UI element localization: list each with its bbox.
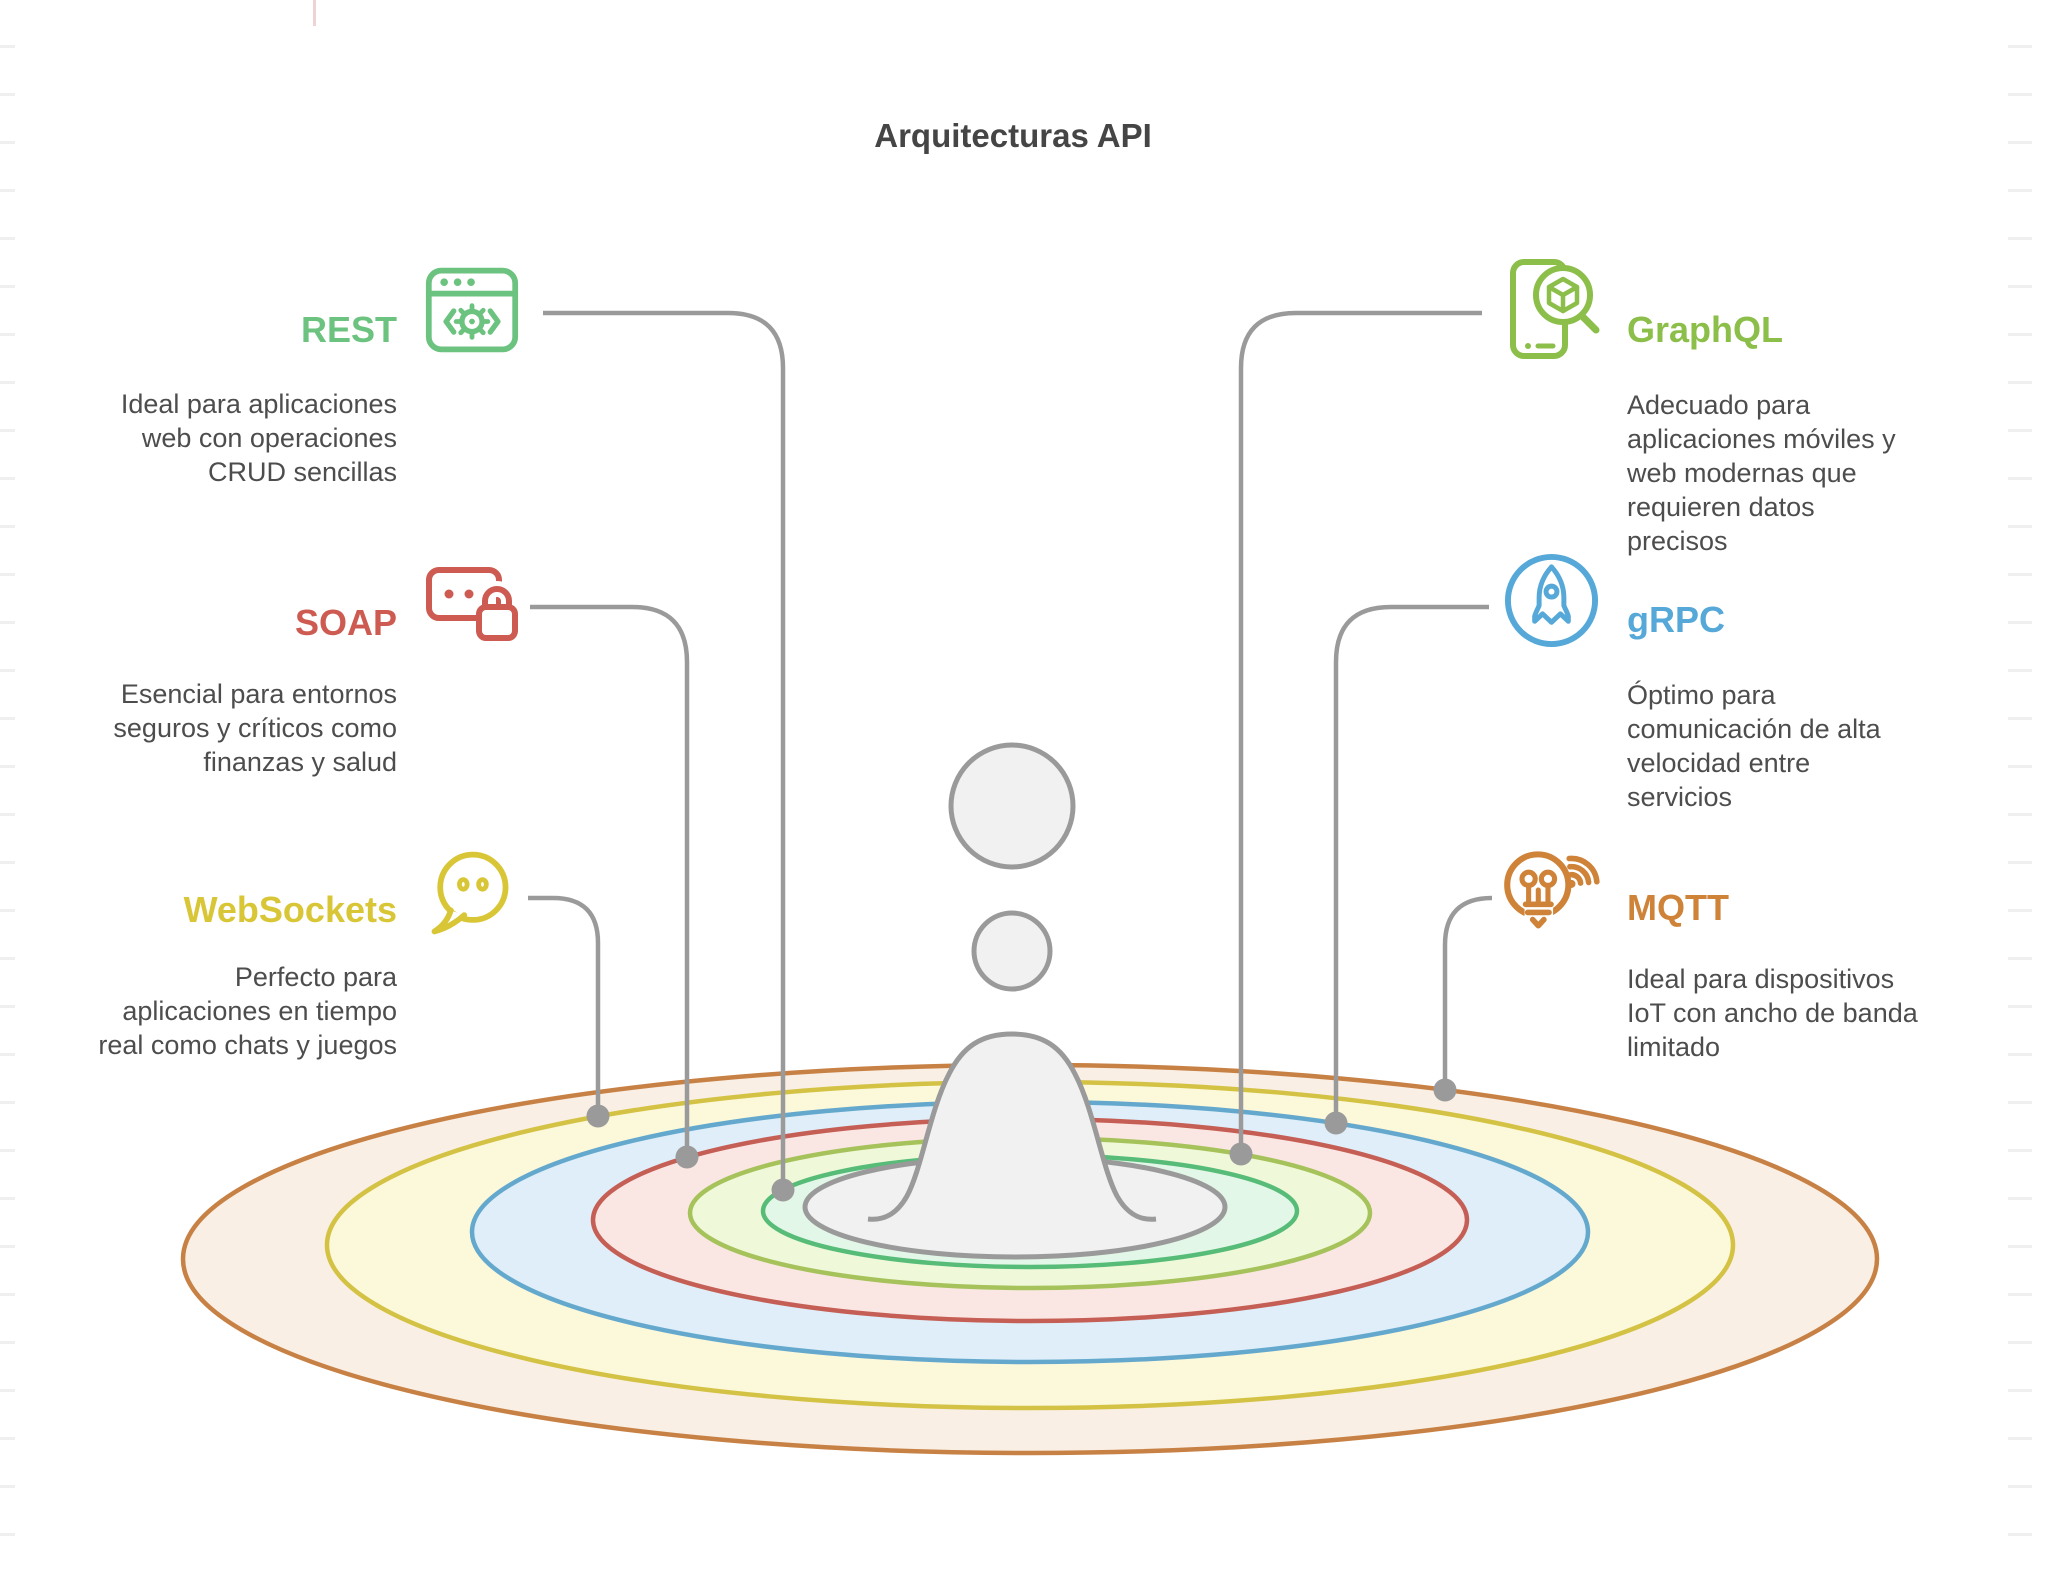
connector-dot-soap	[675, 1145, 699, 1169]
right-edge-ruler-ticks	[2008, 0, 2032, 1572]
connector-websockets	[528, 895, 601, 1116]
label-soap: SOAP	[294, 602, 397, 643]
droplet-large	[948, 742, 1076, 870]
description-grpc: Óptimo para comunicación de alta velocid…	[1627, 680, 1881, 812]
connector-dot-mqtt	[1433, 1078, 1457, 1102]
label-grpc: gRPC	[1627, 599, 1725, 640]
connector-dot-websockets	[586, 1104, 610, 1128]
splash-column	[867, 1031, 1157, 1222]
rocket-circle-icon	[1502, 551, 1601, 650]
description-soap: Esencial para entornos seguros y crítico…	[113, 679, 397, 777]
connector-soap	[530, 604, 690, 1157]
label-graphql: GraphQL	[1627, 309, 1784, 350]
page-title: Arquitecturas API	[874, 117, 1152, 154]
connector-mqtt	[1442, 895, 1493, 1090]
description-mqtt: Ideal para dispositivos IoT con ancho de…	[1627, 964, 1918, 1062]
top-pink-tick	[313, 0, 316, 26]
lightbulb-wifi-icon	[1495, 837, 1603, 939]
description-websockets: Perfecto para aplicaciones en tiempo rea…	[98, 962, 397, 1060]
connector-rest	[543, 310, 786, 1190]
connector-dot-grpc	[1324, 1111, 1348, 1135]
connector-dot-graphql	[1229, 1142, 1253, 1166]
label-rest: REST	[300, 309, 397, 350]
droplet-small	[971, 910, 1053, 992]
chat-bubble-icon	[419, 846, 521, 942]
label-mqtt: MQTT	[1627, 887, 1729, 928]
phone-search-cube-icon	[1501, 257, 1603, 363]
description-graphql: Adecuado para aplicaciones móviles y web…	[1627, 390, 1896, 556]
connector-grpc	[1333, 604, 1489, 1123]
left-edge-ruler-ticks	[0, 0, 15, 1572]
label-websockets: WebSockets	[183, 889, 397, 930]
description-rest: Ideal para aplicaciones web con operacio…	[120, 389, 397, 487]
connector-dot-rest	[771, 1178, 795, 1202]
message-lock-icon	[422, 554, 522, 654]
browser-gear-icon	[424, 262, 520, 358]
connector-graphql	[1238, 310, 1482, 1154]
